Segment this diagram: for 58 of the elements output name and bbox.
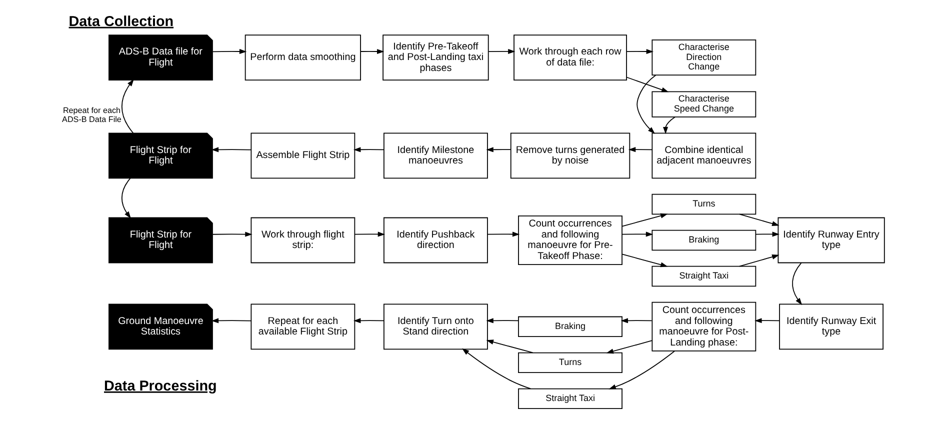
node-box: Identify Pre-Takeoff and Post-Landing taxi phases (382, 34, 489, 80)
node-box: Work through each row of data file: (514, 34, 627, 80)
arrow (626, 76, 669, 92)
arrow (211, 318, 252, 324)
node-box: Straight Taxi (652, 266, 756, 287)
arrow (608, 350, 675, 390)
arrow (792, 262, 802, 306)
caption: Data Processing (104, 378, 217, 394)
arrow (487, 232, 520, 237)
node-box: Braking (652, 230, 756, 251)
node-box: Characterise Direction Change (652, 40, 756, 76)
arrow (606, 340, 652, 354)
arrow (755, 232, 780, 237)
node-box: Identify Pushback direction (384, 217, 488, 264)
node-box: Identify Milestone manoeuvres (384, 132, 488, 179)
arrow (620, 318, 652, 324)
arrow (354, 147, 384, 152)
arrow (360, 48, 384, 54)
arrow (354, 318, 384, 324)
arrow (122, 79, 134, 134)
node-box: Work through flight strip: (250, 217, 356, 264)
arrow (739, 214, 780, 226)
arrow (488, 48, 516, 54)
node-box: Straight Taxi (518, 388, 622, 410)
edge-label: Repeat for each ADS-B Data File (62, 106, 122, 124)
node-box: Perform data smoothing (244, 34, 361, 80)
arrow (486, 318, 519, 324)
node-box: Identify Runway Exit type (779, 304, 884, 350)
node-box: Count occurrences and following manoeuvre for Pre-Takeoff Phase: (518, 216, 622, 265)
arrow (462, 348, 532, 390)
node-box: Braking (518, 316, 622, 338)
arrow (622, 254, 668, 268)
arrow (121, 178, 131, 219)
arrow (212, 232, 252, 237)
arrow (739, 254, 780, 267)
node-box: Turns (518, 352, 622, 374)
arrow (486, 340, 534, 354)
node-box: Combine identical adjacent manoeuvres (652, 132, 756, 179)
arrow (354, 232, 386, 237)
arrow (622, 213, 668, 227)
node-box: Repeat for each available Flight Strip (250, 304, 356, 350)
arrow (486, 147, 512, 152)
arrow (212, 48, 247, 54)
arrow (211, 147, 252, 152)
node-box: Count occurrences and following manoeuvre for Post-Landing phase: (652, 302, 756, 352)
node-box: Identify Runway Entry type (778, 217, 885, 264)
node-box: Assemble Flight Strip (250, 132, 356, 179)
node-box: Remove turns generated by noise (510, 132, 630, 179)
diagram-title: Data Collection (68, 14, 174, 30)
node-box: Turns (652, 194, 756, 215)
node-box: Characterise Speed Change (652, 91, 756, 118)
node-box: Identify Turn onto Stand direction (384, 304, 488, 350)
arrow (622, 232, 654, 237)
arrow (628, 147, 652, 152)
arrow (663, 116, 676, 134)
arrow (636, 74, 656, 134)
arrow (754, 318, 780, 324)
arrow (626, 48, 654, 54)
